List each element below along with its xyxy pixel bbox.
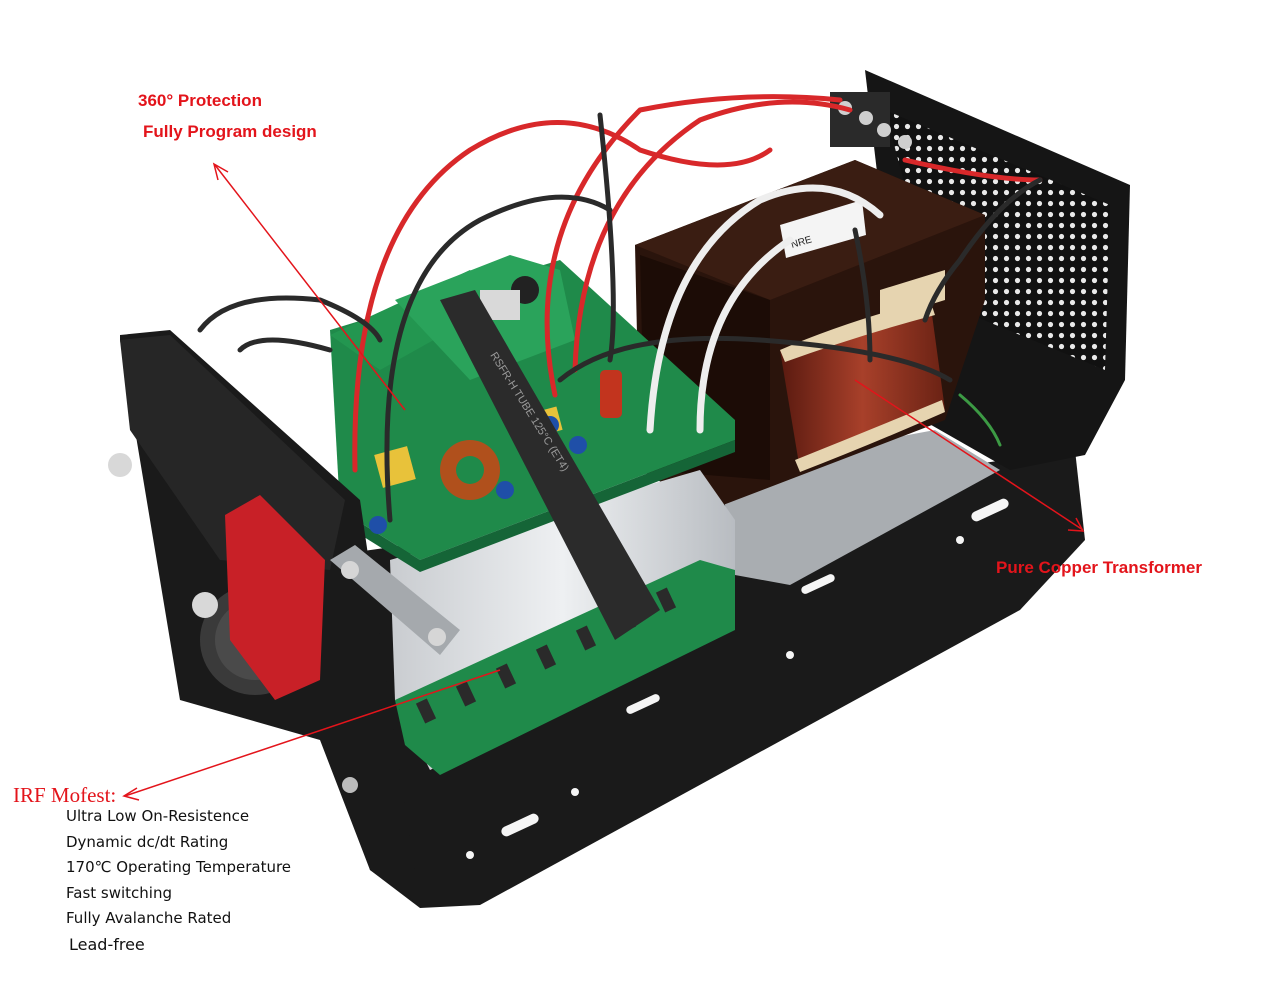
mosfet-feature-list: Ultra Low On-Resistence Dynamic dc/dt Ra… [66,804,291,958]
mosfet-arrowhead [122,787,140,801]
front-panel [108,330,460,905]
bolt-terminal [108,453,132,477]
bus-bar [330,545,460,655]
mosfet-row [415,587,677,724]
protection-label-line2: Fully Program design [143,122,317,141]
protection-arrow-line [214,164,406,411]
mosfet-feature: Dynamic dc/dt Rating [66,832,229,851]
wires [197,94,1043,523]
mosfet-title: IRF Mofest: [13,783,117,807]
base-slots [466,498,1009,859]
protection-label-line1: 360° Protection [138,91,262,110]
transformer-arrow-line [854,379,1084,531]
mosfet-arrow-line [124,669,501,797]
mosfet-feature: Fully Avalanche Rated [66,909,232,928]
mosfet-feature: 170℃ Operating Temperature [66,858,292,877]
mosfet-feature: Lead-free [69,934,145,954]
dc-terminal-red [225,495,325,700]
ribbon-tube [440,290,660,640]
annotation-arrows [122,162,1085,801]
mosfet-feature: Fast switching [66,883,172,902]
perforated-grille [885,110,1110,370]
transformer-arrowhead [1067,517,1085,532]
transformer-label: Pure Copper Transformer [996,558,1202,577]
protection-arrowhead [212,162,229,181]
mosfet-feature: Ultra Low On-Resistence [66,807,250,825]
